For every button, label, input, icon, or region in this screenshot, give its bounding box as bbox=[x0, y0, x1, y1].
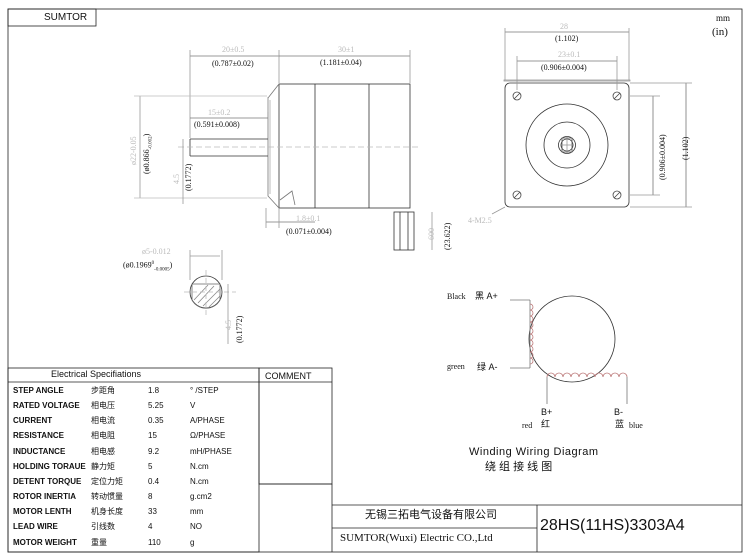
spec-name-cn: 相电阻 bbox=[91, 431, 115, 440]
shaft-section bbox=[184, 250, 236, 344]
units-mm: mm bbox=[716, 13, 731, 23]
side-dim-18-in: (0.071±0.004) bbox=[286, 227, 332, 236]
side-dim-20-in: (0.787±0.02) bbox=[212, 59, 254, 68]
spec-name-cn: 定位力矩 bbox=[91, 477, 123, 486]
spec-unit: V bbox=[190, 401, 196, 410]
spec-unit: A/PHASE bbox=[190, 416, 225, 425]
front-dim-28-in: (1.102) bbox=[555, 34, 579, 43]
side-dim-22-ghost: ø22-0.05 bbox=[129, 136, 138, 165]
specs-title: Electrical Specifiations bbox=[51, 369, 142, 379]
side-dim-22-in: (ø0.866-0.002) bbox=[142, 133, 154, 174]
spec-unit: N.cm bbox=[190, 462, 209, 471]
spec-value: 8 bbox=[148, 492, 153, 501]
lead-black-cn: 黑 A+ bbox=[475, 291, 498, 301]
spec-name-en: LEAD WIRE bbox=[13, 522, 58, 531]
units-in: (in) bbox=[712, 26, 728, 38]
spec-value: 5.25 bbox=[148, 401, 164, 410]
spec-name-en: STEP ANGLE bbox=[13, 386, 64, 395]
side-dim-600-in: (23.622) bbox=[443, 222, 452, 250]
winding-title-cn: 绕 组 接 线 图 bbox=[485, 461, 553, 473]
spec-name-cn: 转动惯量 bbox=[91, 492, 123, 501]
side-dim-600-ghost: 600 bbox=[427, 228, 436, 240]
spec-name-cn: 相电流 bbox=[91, 416, 115, 425]
spec-name-en: INDUCTANCE bbox=[13, 447, 66, 456]
spec-value: 0.35 bbox=[148, 416, 164, 425]
company-cn: 无锡三拓电气设备有限公司 bbox=[365, 509, 497, 521]
spec-unit: g.cm2 bbox=[190, 492, 212, 501]
shaft-dim-5-ghost: ø5-0.012 bbox=[142, 247, 171, 256]
shaft-dim-45-ghost: 4.5 bbox=[224, 320, 233, 330]
front-dim-23-side: (0.906±0.004) bbox=[658, 134, 667, 180]
company-en: SUMTOR(Wuxi) Electric CO.,Ltd bbox=[340, 532, 493, 544]
spec-name-cn: 步距角 bbox=[91, 386, 115, 395]
spec-value: 9.2 bbox=[148, 447, 160, 456]
spec-value: 1.8 bbox=[148, 386, 160, 395]
spec-name-en: MOTOR LENTH bbox=[13, 507, 72, 516]
spec-name-en: ROTOR INERTIA bbox=[13, 492, 76, 501]
spec-name-en: DETENT TORQUE bbox=[13, 477, 82, 486]
lead-black-en: Black bbox=[447, 292, 466, 301]
spec-name-cn: 静力矩 bbox=[91, 462, 115, 471]
front-dim-23-in: (0.906±0.004) bbox=[541, 63, 587, 72]
side-dim-45-ghost: 4.5 bbox=[172, 174, 181, 184]
spec-name-cn: 机身长度 bbox=[91, 507, 123, 516]
shaft-dim-45-in: (0.1772) bbox=[235, 315, 244, 343]
spec-name-cn: 引线数 bbox=[91, 522, 115, 531]
side-view bbox=[134, 50, 433, 251]
comment-header: COMMENT bbox=[265, 371, 312, 381]
spec-value: 5 bbox=[148, 462, 153, 471]
side-dim-18: 1.8±0.1 bbox=[296, 214, 321, 223]
hole-label: 4-M2.5 bbox=[468, 216, 492, 225]
shaft-dim-5-in: (ø0.19690-0.0005) bbox=[123, 260, 173, 273]
spec-name-en: MOTOR WEIGHT bbox=[13, 538, 77, 547]
spec-unit: Ω/PHASE bbox=[190, 431, 226, 440]
lead-red-cn: 红 bbox=[541, 419, 551, 429]
spec-value: 4 bbox=[148, 522, 153, 531]
winding-schematic bbox=[510, 295, 628, 404]
lead-green-cn: 绿 A- bbox=[477, 362, 498, 372]
front-view bbox=[491, 28, 692, 215]
winding-title-en: Winding Wiring Diagram bbox=[469, 446, 599, 458]
lead-red-en: red bbox=[522, 421, 533, 430]
side-dim-20: 20±0.5 bbox=[222, 45, 245, 54]
spec-value: 33 bbox=[148, 507, 157, 516]
spec-value: 110 bbox=[148, 538, 161, 547]
lead-red-label: B+ bbox=[541, 407, 553, 417]
side-dim-30: 30±1 bbox=[338, 45, 355, 54]
brand-box bbox=[7, 8, 97, 27]
spec-value: 0.4 bbox=[148, 477, 160, 486]
spec-name-en: RESISTANCE bbox=[13, 431, 64, 440]
spec-unit: mH/PHASE bbox=[190, 447, 232, 456]
lead-blue-en: blue bbox=[629, 421, 643, 430]
spec-name-en: RATED VOLTAGE bbox=[13, 401, 80, 410]
spec-unit: N.cm bbox=[190, 477, 209, 486]
spec-name-cn: 重量 bbox=[91, 538, 107, 547]
spec-unit: g bbox=[190, 538, 195, 547]
sheet-border bbox=[7, 8, 743, 553]
side-dim-45-in: (0.1772) bbox=[184, 163, 193, 191]
lead-blue-cn: 蓝 bbox=[615, 419, 625, 429]
spec-value: 15 bbox=[148, 431, 157, 440]
lead-blue-label: B- bbox=[614, 407, 623, 417]
spec-unit: NO bbox=[190, 522, 202, 531]
side-dim-15: 15±0.2 bbox=[208, 108, 231, 117]
front-dim-23: 23±0.1 bbox=[558, 50, 581, 59]
side-dim-30-in: (1.181±0.04) bbox=[320, 58, 362, 67]
spec-name-cn: 相电压 bbox=[91, 401, 115, 410]
spec-unit: mm bbox=[190, 507, 204, 516]
spec-name-cn: 相电感 bbox=[91, 447, 115, 456]
comment-box bbox=[258, 367, 333, 485]
lead-green-en: green bbox=[447, 362, 465, 371]
front-dim-28-side: (1.102) bbox=[681, 136, 690, 160]
brand-label: SUMTOR bbox=[44, 12, 88, 23]
spec-name-en: HOLDING TORAUE bbox=[13, 462, 86, 471]
spec-unit: ° /STEP bbox=[190, 386, 219, 395]
front-dim-28: 28 bbox=[560, 22, 568, 31]
side-dim-15-in: (0.591±0.008) bbox=[194, 120, 240, 129]
spec-name-en: CURRENT bbox=[13, 416, 53, 425]
model-number: 28HS(11HS)3303A4 bbox=[540, 517, 685, 534]
